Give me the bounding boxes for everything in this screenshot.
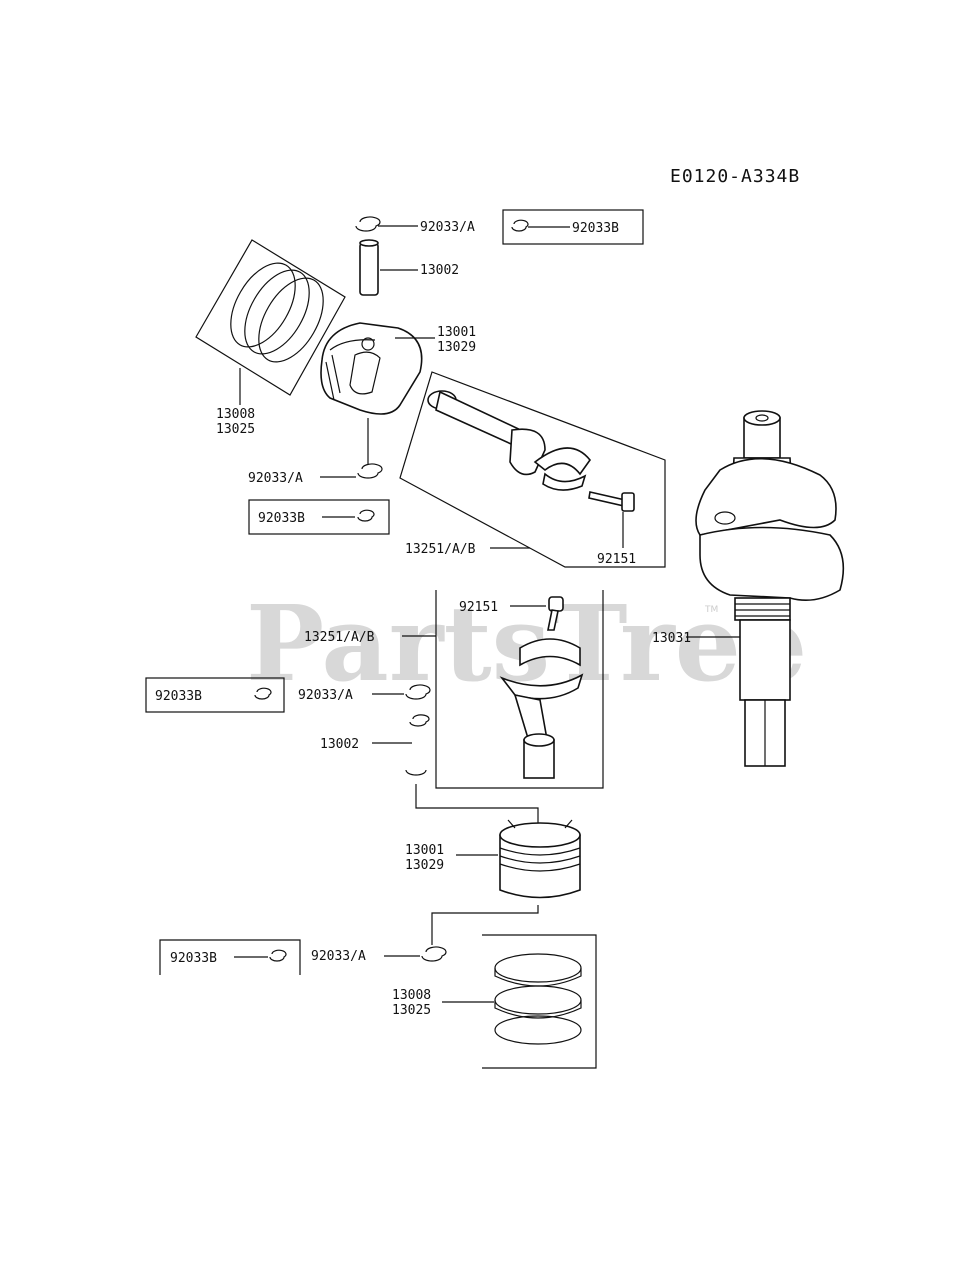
- piston-pin-left-part[interactable]: [405, 769, 427, 776]
- conrod-bolt-top-part[interactable]: [588, 491, 635, 512]
- circlip-top-part[interactable]: [355, 216, 381, 232]
- circlip-kit-icon: [357, 509, 375, 522]
- connecting-rod-mid-part[interactable]: [499, 638, 584, 779]
- label-92033a-bottom[interactable]: 92033/A: [311, 949, 366, 964]
- label-92033b-mid[interactable]: 92033B: [258, 511, 305, 526]
- label-13002-top[interactable]: 13002: [420, 263, 459, 278]
- label-92033b-top[interactable]: 92033B: [572, 221, 619, 236]
- label-13025-top[interactable]: 13025: [216, 422, 255, 437]
- kit-box-92033b-left: [145, 677, 285, 713]
- diagram-code: E0120-A334B: [670, 166, 800, 187]
- conrod-bolt-mid-part[interactable]: [547, 596, 564, 631]
- label-13001-low[interactable]: 13001: [405, 843, 444, 858]
- watermark-trademark: TM: [704, 605, 718, 615]
- circlip-kit-icon: [511, 219, 529, 232]
- conrod-box-mid: [435, 590, 604, 789]
- label-92151-top[interactable]: 92151: [597, 552, 636, 567]
- label-13025-bottom[interactable]: 13025: [392, 1003, 431, 1018]
- piston-top-part[interactable]: [320, 322, 423, 415]
- label-92033b-left[interactable]: 92033B: [155, 689, 202, 704]
- label-92151-mid[interactable]: 92151: [459, 600, 498, 615]
- kit-box-92033b-bottom: [159, 939, 301, 975]
- label-92033a-top[interactable]: 92033/A: [420, 220, 475, 235]
- label-92033b-bottom[interactable]: 92033B: [170, 951, 217, 966]
- label-13031[interactable]: 13031: [652, 631, 691, 646]
- label-13008-bottom[interactable]: 13008: [392, 988, 431, 1003]
- circlip-left-part[interactable]: [405, 684, 431, 700]
- circlip-bottom-part[interactable]: [421, 946, 447, 962]
- label-92033a-left[interactable]: 92033/A: [298, 688, 353, 703]
- piston-rings-bottom-part[interactable]: [494, 953, 582, 1045]
- label-13002-left[interactable]: 13002: [320, 737, 359, 752]
- piston-low-part[interactable]: [499, 819, 581, 899]
- label-13251-mid[interactable]: 13251/A/B: [304, 630, 375, 645]
- rings-box-bottom: [482, 934, 597, 1069]
- label-13251-top[interactable]: 13251/A/B: [405, 542, 476, 557]
- kit-box-92033b-top: [502, 209, 644, 245]
- label-13008-top[interactable]: 13008: [216, 407, 255, 422]
- label-13029-top[interactable]: 13029: [437, 340, 476, 355]
- circlip-mid-part[interactable]: [357, 463, 383, 479]
- circlip-small-part[interactable]: [409, 714, 430, 727]
- piston-pin-top-part[interactable]: [359, 239, 379, 296]
- label-13029-low[interactable]: 13029: [405, 858, 444, 873]
- circlip-kit-icon: [269, 949, 287, 962]
- connecting-rod-top-part[interactable]: [427, 390, 592, 491]
- label-92033a-mid[interactable]: 92033/A: [248, 471, 303, 486]
- conrod-box-top: [399, 371, 666, 568]
- circlip-kit-icon: [254, 687, 272, 700]
- kit-box-92033b-mid: [248, 499, 390, 535]
- crankshaft-part[interactable]: [695, 410, 845, 767]
- label-13001-top[interactable]: 13001: [437, 325, 476, 340]
- rings-box-top: [195, 239, 346, 396]
- piston-rings-top-part[interactable]: [217, 252, 336, 373]
